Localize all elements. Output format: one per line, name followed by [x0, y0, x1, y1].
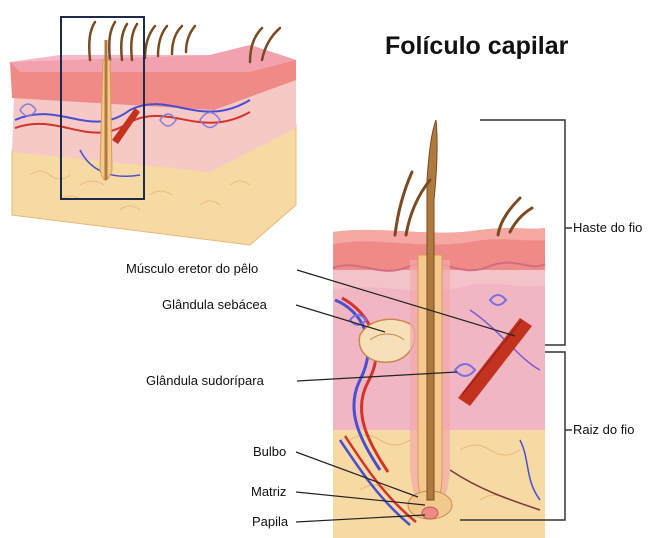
- label-bulbo: Bulbo: [253, 444, 286, 459]
- label-musculo-eretor: Músculo eretor do pêlo: [126, 261, 258, 276]
- diagram-title: Folículo capilar: [385, 32, 568, 61]
- skin-block-large: [333, 120, 572, 538]
- label-raiz-do-fio: Raiz do fio: [573, 422, 634, 437]
- skin-block-small: [10, 17, 296, 245]
- label-glandula-sebacea: Glândula sebácea: [162, 297, 267, 312]
- label-haste-do-fio: Haste do fio: [573, 220, 642, 235]
- label-papila: Papila: [252, 514, 288, 529]
- label-glandula-sudoripara: Glândula sudorípara: [146, 373, 264, 388]
- label-matriz: Matriz: [251, 484, 286, 499]
